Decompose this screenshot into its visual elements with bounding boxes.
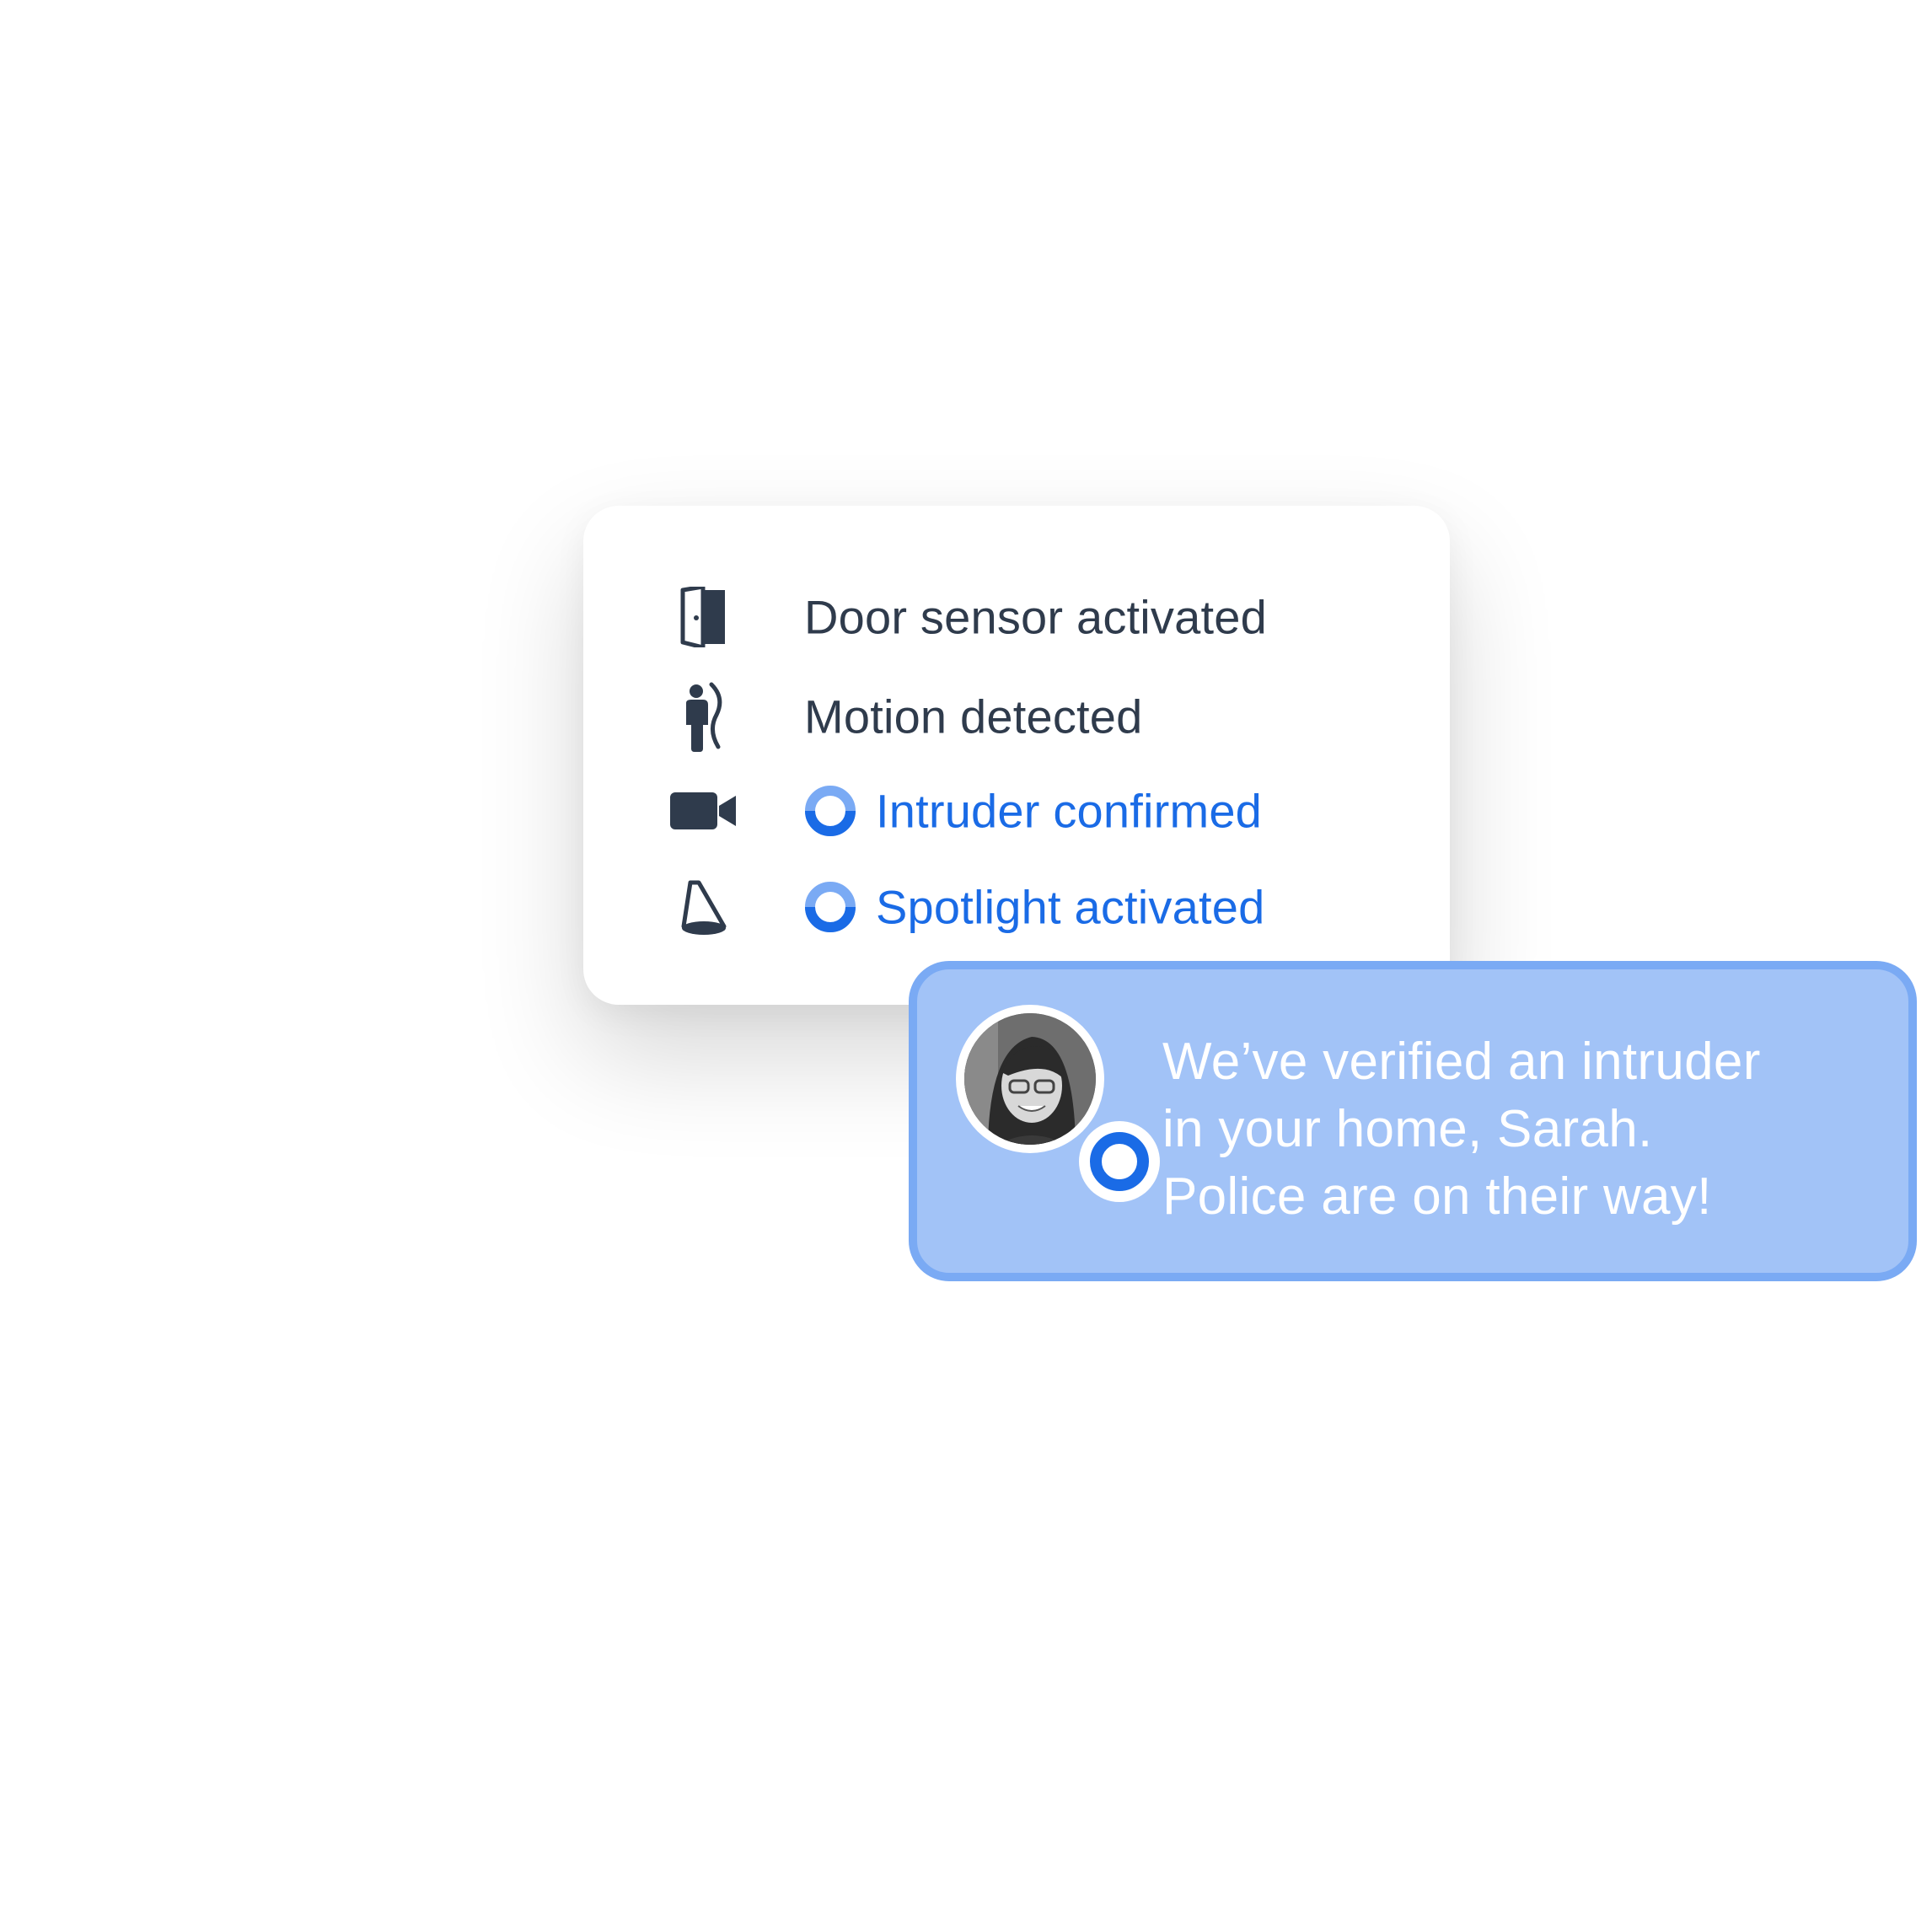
event-row-spotlight: Spotlight activated bbox=[583, 865, 1450, 949]
event-label: Motion detected bbox=[804, 690, 1143, 743]
notification-bubble: We’ve verified an intruder in your home,… bbox=[909, 961, 1917, 1281]
avatar-frame bbox=[956, 1005, 1160, 1202]
message-line: in your home, Sarah. bbox=[1162, 1100, 1653, 1158]
message-line: We’ve verified an intruder bbox=[1162, 1033, 1761, 1091]
door-icon bbox=[661, 575, 745, 659]
notification-message: We’ve verified an intruder in your home,… bbox=[1162, 1028, 1887, 1231]
event-row-motion: Motion detected bbox=[583, 674, 1450, 759]
event-row-camera: Intruder confirmed bbox=[583, 769, 1450, 853]
event-label: Door sensor activated bbox=[804, 590, 1267, 644]
avatar bbox=[964, 1013, 1096, 1145]
event-timeline-card: Door sensor activated Motion detected bbox=[583, 506, 1450, 1005]
loading-spinner-icon bbox=[804, 881, 856, 933]
motion-icon bbox=[661, 674, 745, 759]
camera-icon bbox=[661, 769, 745, 853]
event-label: Intruder confirmed bbox=[876, 784, 1263, 838]
spotlight-icon bbox=[661, 865, 745, 949]
verified-status-icon bbox=[1079, 1121, 1160, 1202]
event-row-door: Door sensor activated bbox=[583, 575, 1450, 659]
event-label: Spotlight activated bbox=[876, 880, 1265, 934]
message-line: Police are on their way! bbox=[1162, 1167, 1712, 1226]
loading-spinner-icon bbox=[804, 785, 856, 837]
